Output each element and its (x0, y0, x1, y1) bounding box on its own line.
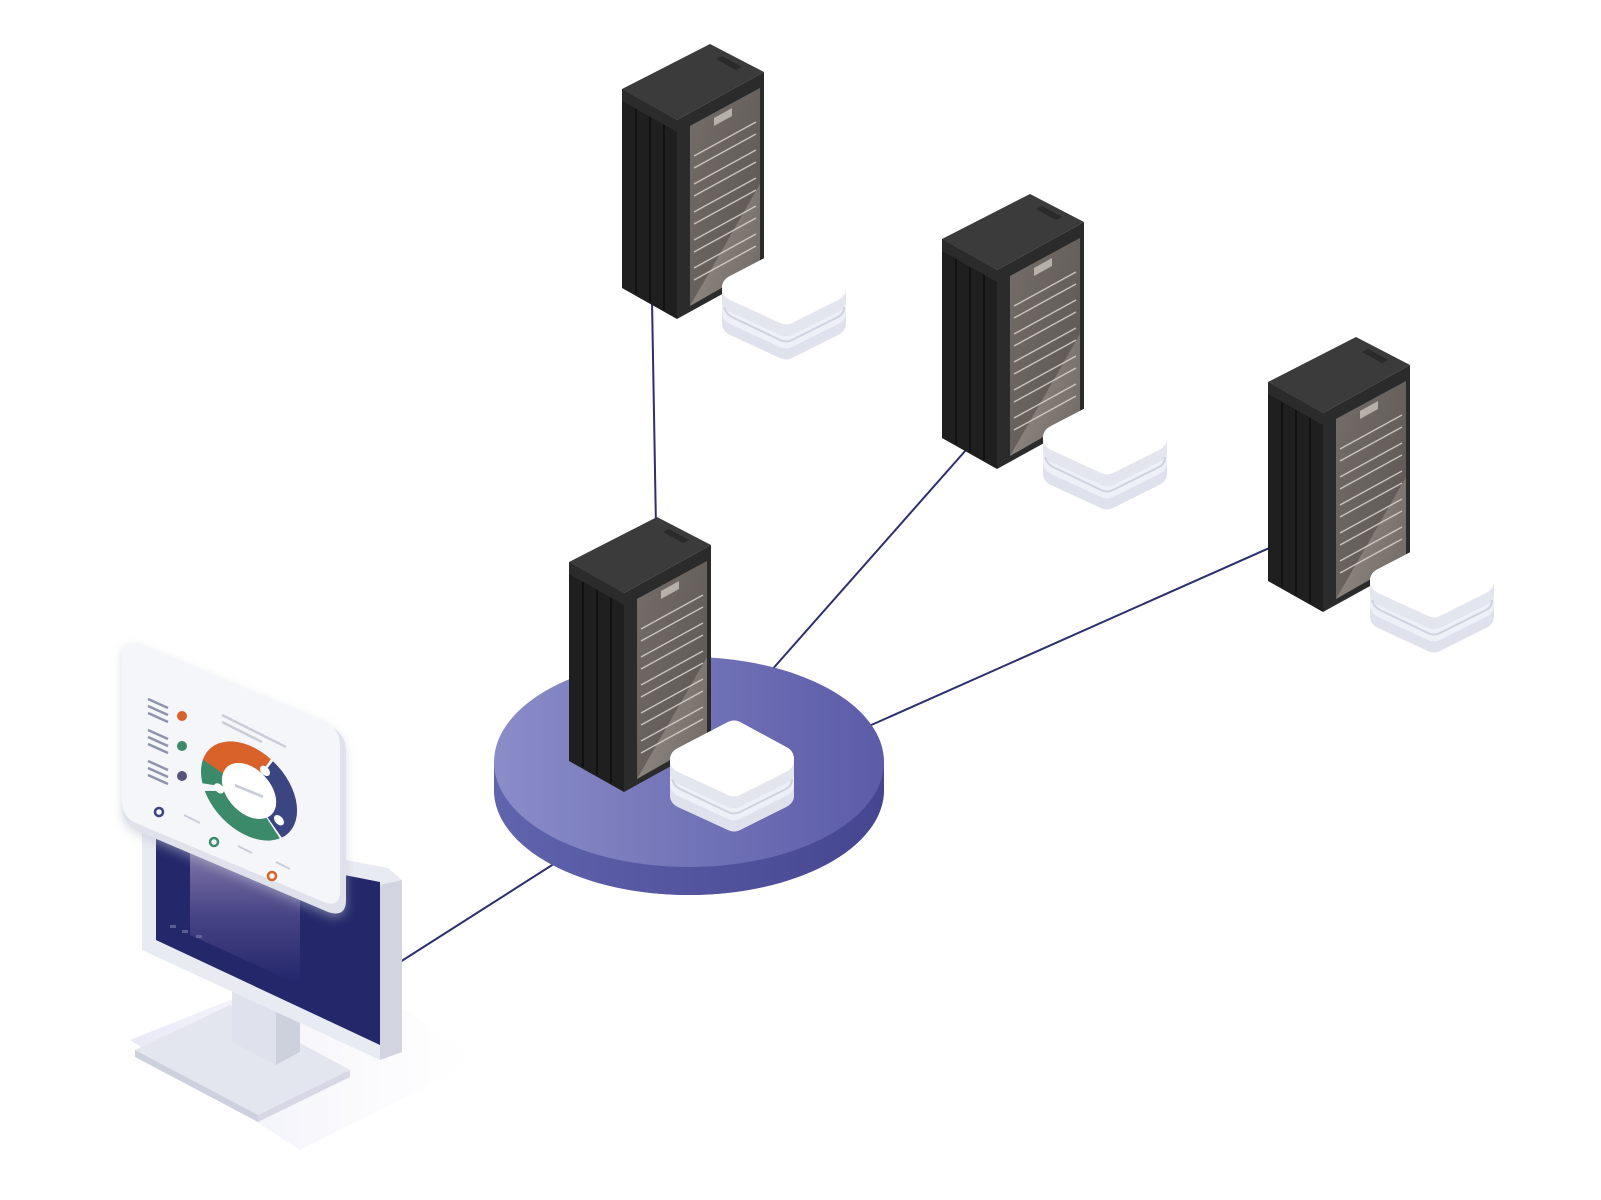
monitor-base (135, 1005, 350, 1115)
panel-icon-green (208, 836, 220, 848)
server-rack-middle (941, 193, 1168, 511)
legend-dot-green (177, 741, 187, 751)
connection-links (399, 299, 1277, 963)
link-to-server-top (651, 299, 657, 529)
panel-icon-navy (153, 806, 165, 818)
panel-icon-orange (266, 870, 278, 882)
donut-chart-icon (201, 741, 298, 841)
link-to-server-middle (769, 449, 967, 673)
server-rack-right (1267, 336, 1495, 654)
dashboard-panel (122, 642, 346, 914)
panel-text-lines (147, 697, 287, 786)
legend-dot-orange (177, 711, 187, 721)
link-to-monitor (399, 859, 561, 963)
legend-dot-navy (177, 771, 187, 781)
link-to-server-right (859, 544, 1277, 731)
server-rack-top (621, 43, 847, 361)
